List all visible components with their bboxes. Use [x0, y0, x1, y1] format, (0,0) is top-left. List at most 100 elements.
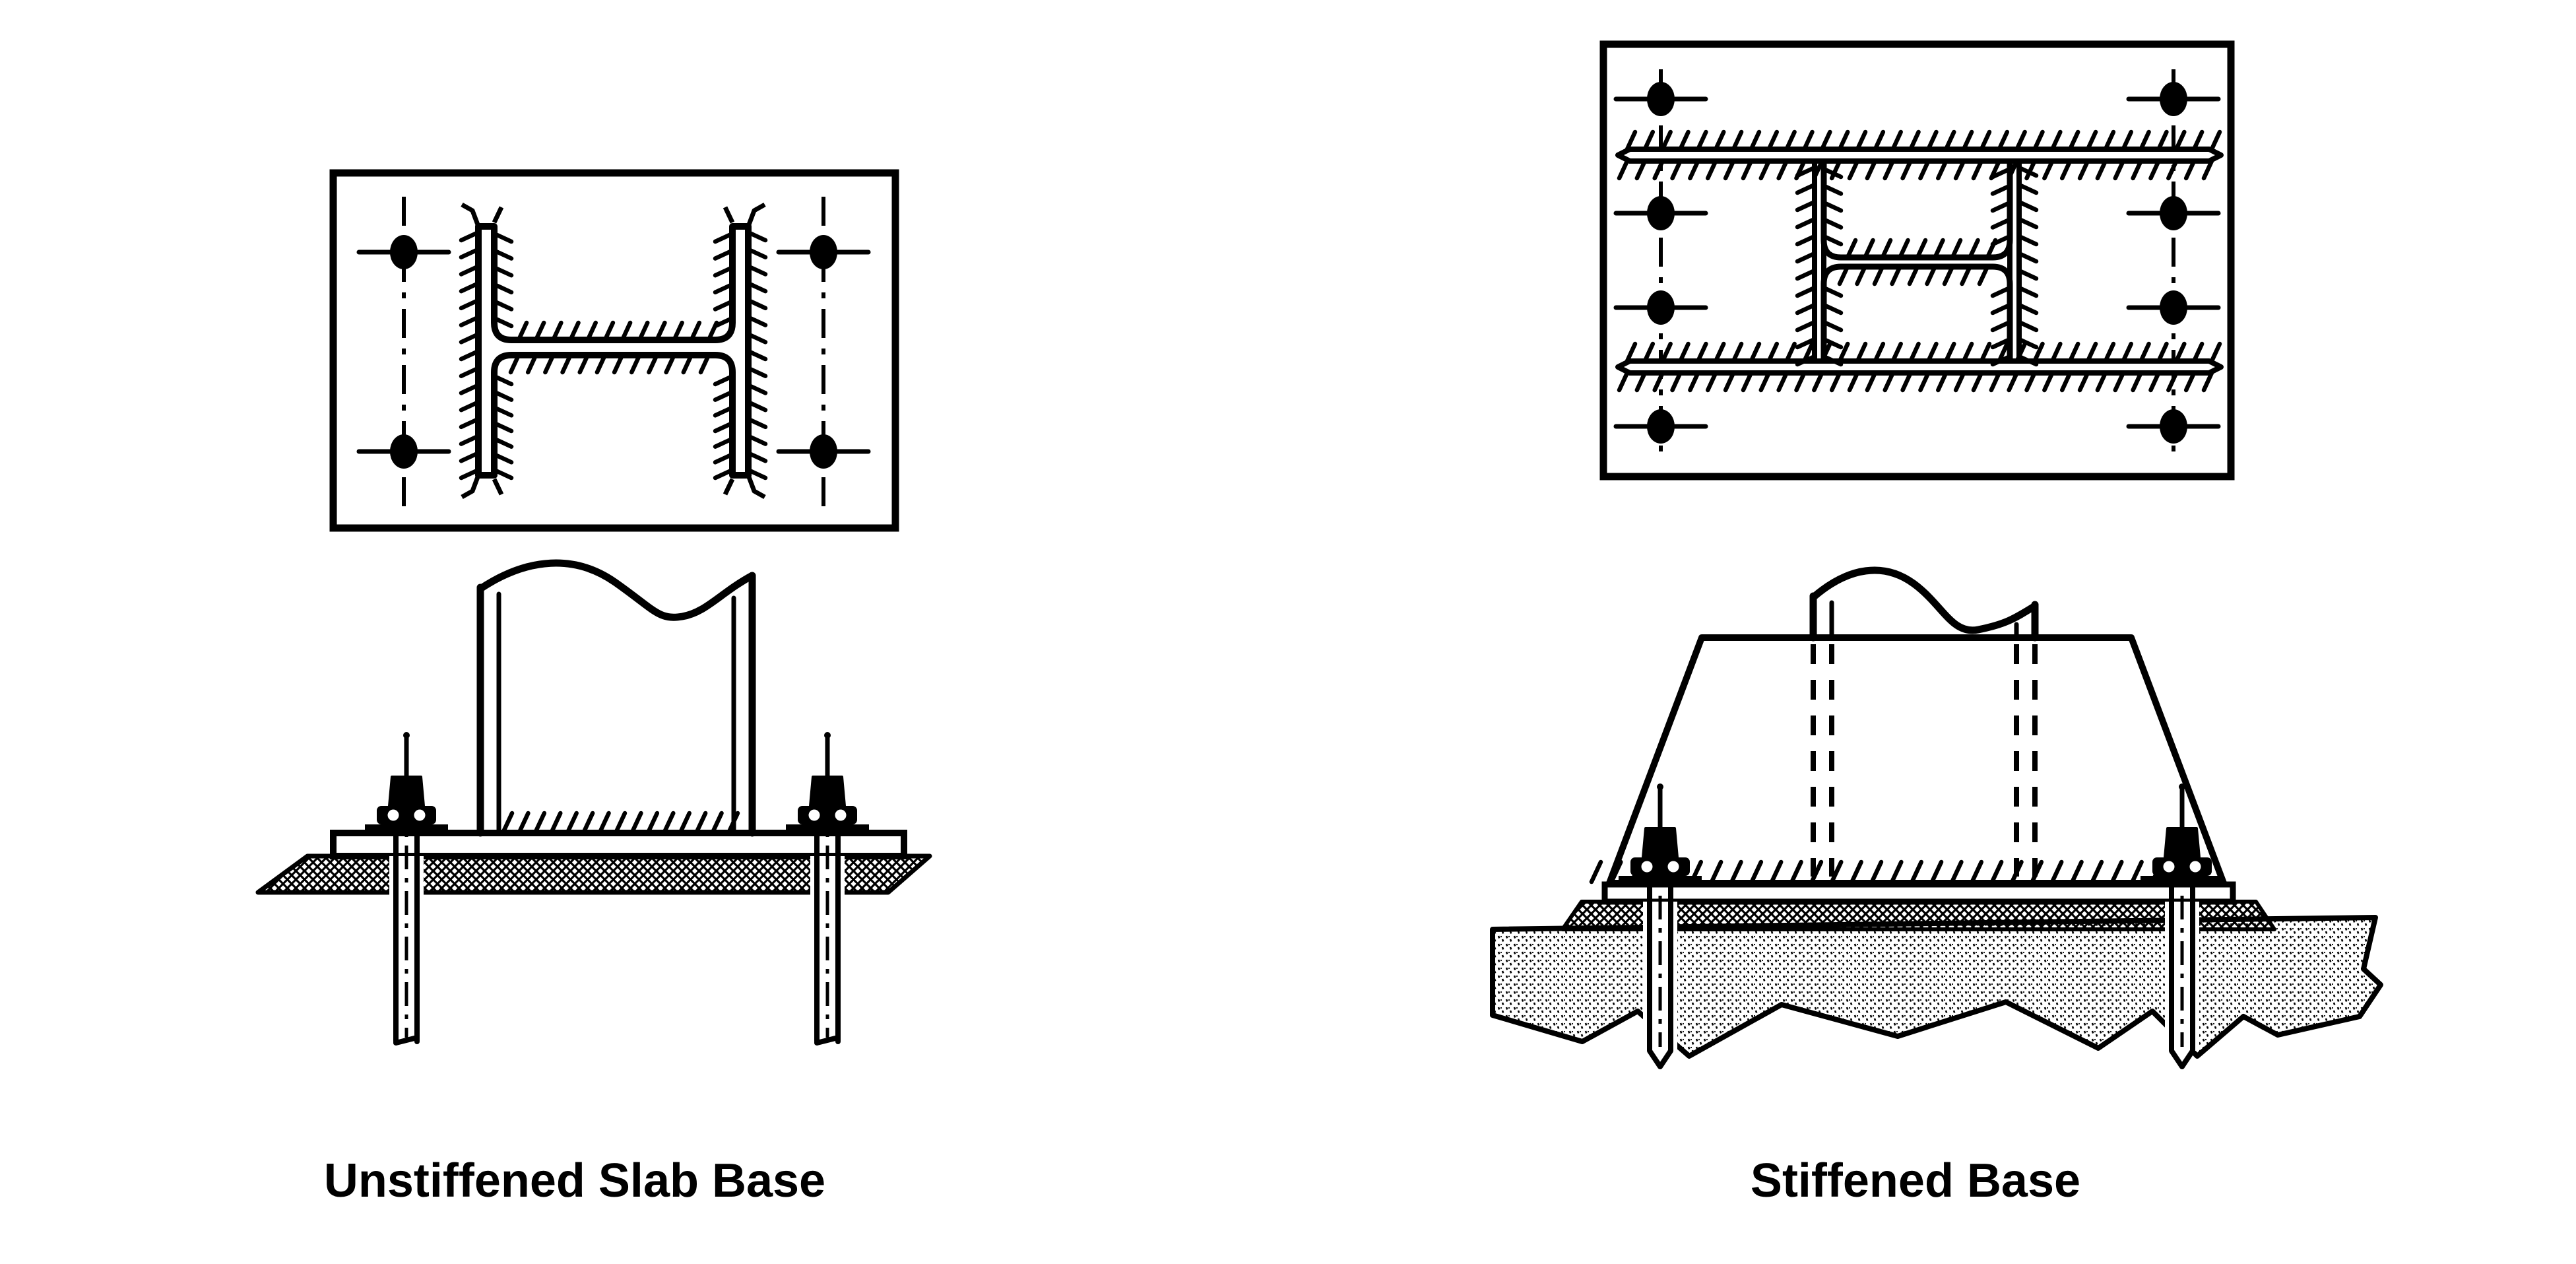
weld-tick: [459, 451, 481, 463]
weld-tick: [2166, 370, 2179, 393]
weld-tick: [2077, 370, 2090, 393]
unstiffened-plan-view: [329, 169, 899, 532]
weld-tick: [706, 320, 719, 343]
weld-tick: [1890, 859, 1904, 884]
weld-tick: [492, 374, 514, 387]
weld-tick: [2166, 158, 2179, 181]
weld-tick: [459, 332, 481, 345]
weld-tick: [2085, 129, 2098, 152]
weld-tick: [2191, 341, 2205, 364]
weld-tick: [1898, 238, 1910, 260]
weld-tick: [2183, 370, 2197, 393]
weld-tick: [1990, 166, 2012, 180]
stiffener-plate: [1615, 358, 2224, 376]
weld-tick: [577, 352, 590, 375]
weld-tick: [2016, 337, 2039, 350]
weld-tick: [1989, 859, 2004, 884]
path: [461, 474, 481, 500]
anchor-bolt-symbol: [1647, 290, 1675, 325]
weld-tick: [2016, 234, 2039, 247]
unstiffened-elevation-view: [255, 559, 932, 1046]
anchor-bolt-symbol: [1647, 409, 1675, 444]
weld-tick: [568, 320, 581, 343]
weld-tick: [689, 320, 702, 343]
nut-collar: [1630, 857, 1690, 876]
weld-tick: [655, 320, 667, 343]
weld-tick: [2156, 129, 2169, 152]
weld-tick: [2059, 158, 2073, 181]
collar-highlight: [2189, 861, 2201, 873]
weld-tick: [1971, 158, 1984, 181]
weld-tick: [1821, 285, 1844, 298]
weld-tick: [1990, 183, 2012, 196]
weld-tick: [1970, 859, 1984, 884]
weld-tick: [1837, 129, 1850, 152]
weld-tick: [746, 298, 768, 311]
weld-tick: [678, 811, 692, 836]
weld-tick: [1789, 859, 1803, 884]
weld-tick: [1960, 264, 1972, 286]
collar-highlight: [2163, 861, 2175, 873]
weld-tick: [1589, 859, 1603, 884]
weld-tick: [1678, 129, 1690, 152]
weld-tick: [1821, 200, 1844, 213]
weld-tick: [681, 352, 694, 375]
weld-tick: [1850, 859, 1863, 884]
weld-tick: [1723, 158, 1736, 181]
weld-tick: [2059, 370, 2073, 393]
weld-tick: [1821, 354, 1844, 367]
weld-tick: [2070, 859, 2084, 884]
washer-plate: [365, 824, 448, 833]
column-break-line: [1811, 566, 2037, 634]
weld-tick: [2016, 216, 2039, 230]
weld-tick: [1900, 158, 1913, 181]
bolt-tip: [1647, 1049, 1673, 1069]
weld-tick: [2095, 370, 2108, 393]
nut-collar: [798, 806, 857, 824]
weld-tick: [2121, 341, 2134, 364]
weld-tick: [746, 349, 768, 362]
weld-tick: [1890, 129, 1903, 152]
weld-tick: [2130, 859, 2144, 884]
weld-tick: [2103, 129, 2116, 152]
anchor-bolt-symbol: [2160, 82, 2187, 116]
weld-tick: [1723, 370, 1736, 393]
weld-tick: [2148, 158, 2161, 181]
weld-tick: [1830, 859, 1844, 884]
weld-tick: [1873, 341, 1886, 364]
washer-plate: [1619, 876, 1702, 884]
weld-tick: [612, 352, 625, 375]
weld-tick: [1990, 354, 2012, 367]
weld-tick: [2049, 859, 2064, 884]
weld-tick: [746, 247, 768, 259]
weld-tick: [1820, 129, 1832, 152]
weld-tick: [459, 366, 481, 378]
weld-tick: [1688, 158, 1700, 181]
weld-tick: [662, 811, 676, 836]
weld-tick: [1749, 859, 1764, 884]
weld-tick: [1617, 370, 1630, 393]
weld-tick: [1795, 337, 1817, 350]
weld-tick: [532, 811, 547, 836]
weld-tick: [2139, 129, 2151, 152]
collar-highlight: [387, 809, 399, 821]
weld-tick: [1855, 129, 1868, 152]
column-break-line: [478, 559, 754, 621]
gusset-plate: [1606, 634, 2227, 886]
weld-tick: [1926, 129, 1939, 152]
weld-tick: [746, 315, 768, 327]
weld-tick: [1933, 238, 1945, 260]
weld-tick: [1660, 341, 1673, 364]
weld-tick: [2016, 354, 2039, 367]
stud-tip: [403, 732, 410, 739]
weld-tick: [459, 467, 481, 481]
weld-tick: [549, 811, 563, 836]
stud-tip: [824, 732, 831, 739]
weld-tick: [1880, 238, 1893, 260]
weld-tick: [543, 352, 556, 375]
weld-tick: [1749, 341, 1762, 364]
path: [746, 474, 766, 500]
weld-tick: [492, 299, 514, 312]
weld-tick: [746, 366, 768, 378]
